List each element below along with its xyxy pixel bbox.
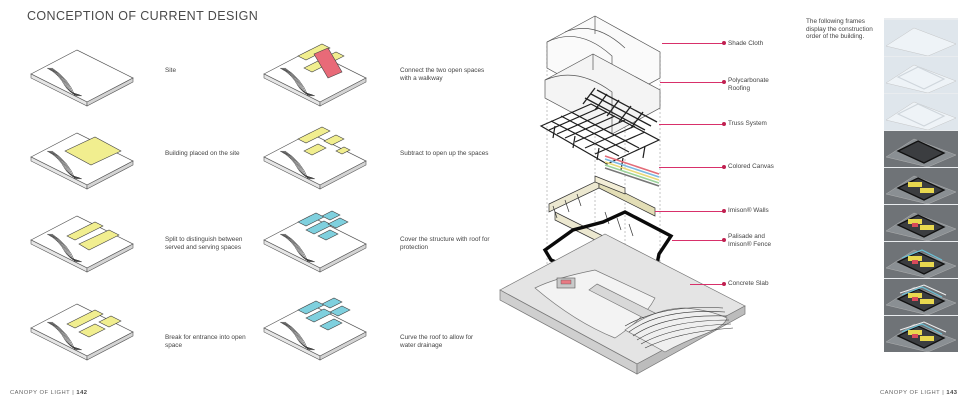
step-caption: Building placed on the site: [165, 150, 240, 157]
step-caption: Subtract to open up the spaces: [400, 150, 489, 157]
layer-label-palisade-fence: Palisade and Imison® Fence: [728, 233, 772, 248]
construction-frame: [884, 242, 958, 278]
leader-dot: [722, 122, 726, 126]
footer-right: CANOPY OF LIGHT | 143: [880, 390, 958, 396]
leader-line: [660, 82, 724, 83]
step-curve-diagram: [258, 288, 370, 362]
footer-left: CANOPY OF LIGHT | 142: [10, 390, 88, 396]
step-caption: Curve the roof to allow for water draina…: [400, 334, 474, 349]
leader-dot: [722, 41, 726, 45]
step-cover-diagram: [258, 200, 370, 274]
footer-left-text: CANOPY OF LIGHT |: [10, 390, 77, 396]
leader-line: [655, 211, 724, 212]
layer-label-imison-walls: Imison® Walls: [728, 207, 769, 214]
step-caption: Cover the structure with roof for protec…: [400, 236, 490, 251]
leader-line: [659, 124, 724, 125]
step-caption: Site: [165, 67, 177, 74]
leader-dot: [722, 238, 726, 242]
truss-system-layer: [539, 103, 661, 171]
step-break-diagram: [25, 288, 137, 362]
construction-frame: [884, 279, 958, 315]
layer-label-colored-canvas: Colored Canvas: [728, 163, 774, 170]
polycarbonate-roofing-layer: [544, 53, 661, 135]
step-block-diagram: [25, 117, 137, 191]
layer-label-shade-cloth: Shade Cloth: [728, 40, 764, 47]
layer-label-polycarbonate-roofing: Polycarbonate Roofing: [728, 77, 769, 92]
step-site-diagram: [25, 34, 137, 108]
page-number-right: 143: [946, 390, 958, 396]
construction-frame: [884, 205, 958, 241]
layer-label-concrete-slab: Concrete Slab: [728, 280, 769, 287]
construction-frame: [884, 20, 958, 56]
footer-right-text: CANOPY OF LIGHT |: [880, 390, 947, 396]
step-caption: Break for entrance into open space: [165, 334, 246, 349]
construction-note: The following frames display the constru…: [806, 18, 873, 40]
leader-dot: [722, 80, 726, 84]
construction-frame: [884, 168, 958, 204]
step-caption: Split to distinguish between served and …: [165, 236, 243, 251]
step-split-diagram: [25, 200, 137, 274]
step-caption: Connect the two open spaces with a walkw…: [400, 67, 485, 82]
construction-frame: [884, 94, 958, 130]
concrete-slab-layer: [499, 233, 746, 375]
construction-frames: [884, 18, 958, 352]
step-connect-diagram: [258, 34, 370, 108]
layer-label-truss-system: Truss System: [728, 120, 767, 127]
construction-frame: [884, 57, 958, 93]
leader-dot: [722, 282, 726, 286]
exploded-axonometric: [495, 8, 780, 380]
leader-dot: [722, 209, 726, 213]
leader-line: [672, 240, 724, 241]
step-subtract-diagram: [258, 117, 370, 191]
leader-dot: [722, 165, 726, 169]
construction-frame: [884, 316, 958, 352]
leader-line: [690, 284, 724, 285]
page-number-left: 142: [76, 390, 88, 396]
construction-frame: [884, 131, 958, 167]
page-title: CONCEPTION OF CURRENT DESIGN: [27, 9, 259, 23]
colored-canvas-layer: [604, 155, 660, 187]
leader-line: [662, 43, 724, 44]
leader-line: [659, 167, 724, 168]
